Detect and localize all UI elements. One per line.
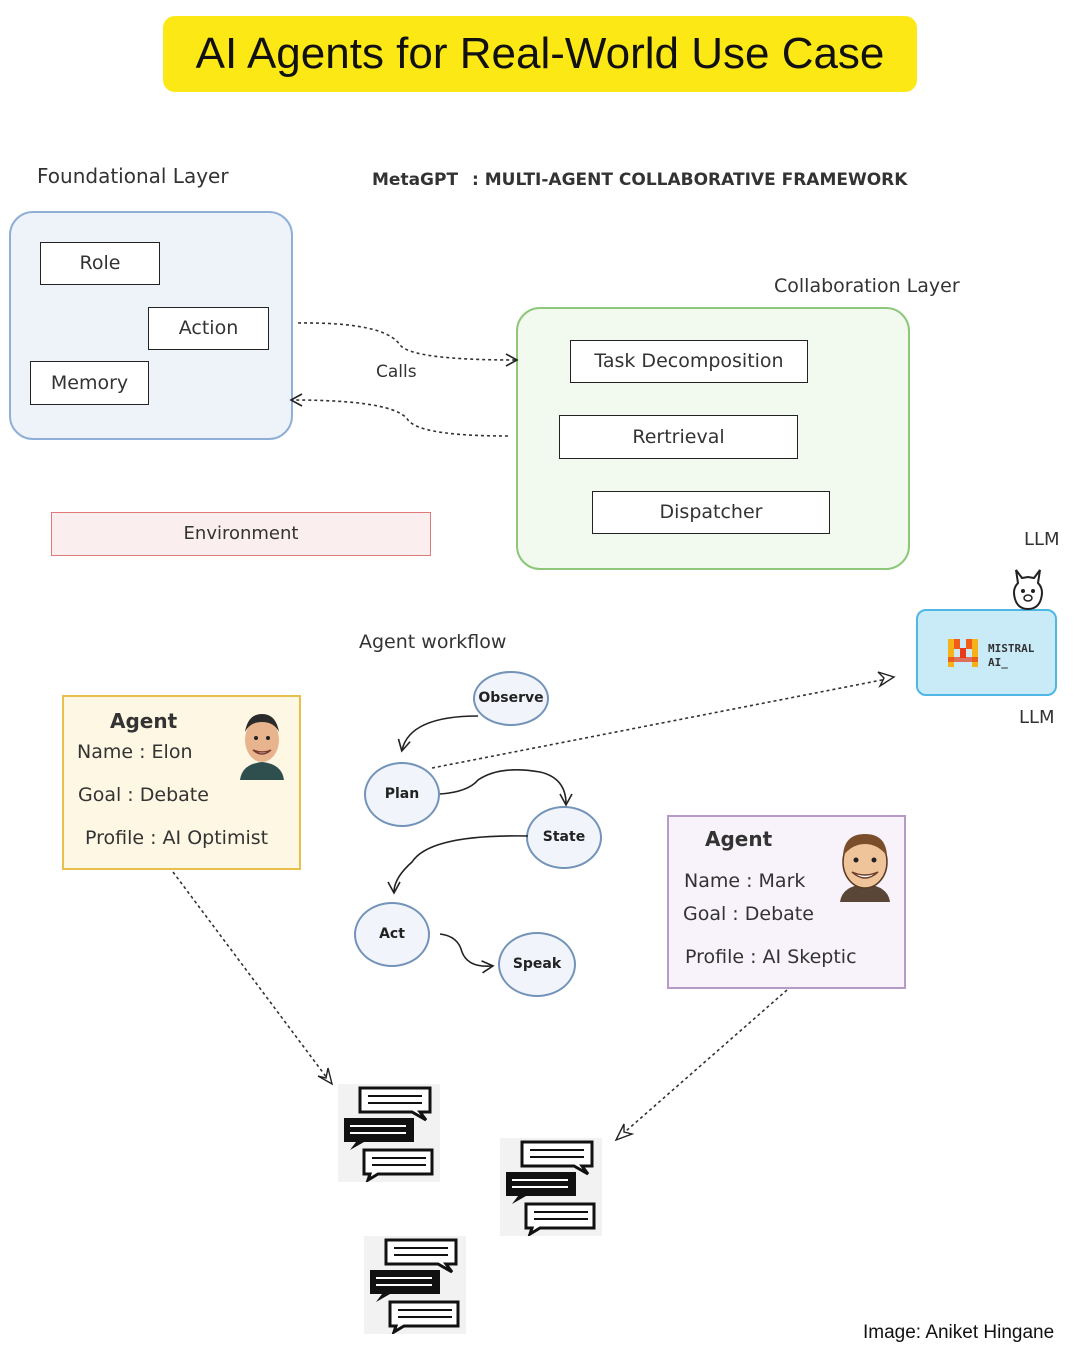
llm-box: MISTRAL AI_ [916,609,1057,696]
calls-label: Calls [376,362,417,382]
calls-arrow-out [297,322,519,367]
chat-bubbles-icon [364,1236,466,1334]
foundational-layer-label: Foundational Layer [37,164,229,188]
workflow-label: Agent workflow [359,631,507,653]
workflow-arrow-observe-plan [397,715,479,753]
mistral-logo-subtext: AI_ [988,656,1008,669]
framework-description: : MULTI-AGENT COLLABORATIVE FRAMEWORK [472,170,908,190]
mark-to-chat-arrow [614,989,788,1142]
agent-profile: Profile : AI Skeptic [685,946,857,968]
workflow-node-speak: Speak [498,932,576,997]
task-decomposition-box: Task Decomposition [570,340,808,383]
agent-goal: Goal : Debate [683,903,814,925]
agent-card-elon: Agent Name : Elon Goal : Debate Profile … [62,695,301,870]
llm-label-top: LLM [1024,529,1060,550]
action-box: Action [148,307,269,350]
mistral-logo-text: MISTRAL [988,642,1035,655]
page-title: AI Agents for Real-World Use Case [163,16,917,92]
calls-arrow-back [289,393,509,437]
workflow-arrow-act-speak [439,933,495,974]
chat-bubbles-icon [338,1084,440,1182]
workflow-node-act: Act [354,902,430,967]
elon-avatar [240,714,284,780]
collaboration-layer-label: Collaboration Layer [774,275,960,297]
agent-name: Name : Elon [77,741,193,763]
retrieval-box: Rertrieval [559,415,798,459]
framework-name: MetaGPT [372,170,459,190]
image-credit: Image: Aniket Hingane [863,1322,1055,1343]
environment-box: Environment [51,512,431,556]
memory-box: Memory [30,361,149,405]
llama-icon [1013,569,1043,611]
workflow-node-state: State [526,806,602,869]
llm-label-bottom: LLM [1019,707,1055,728]
plan-to-llm-arrow [431,671,896,769]
mistral-logo-icon [948,639,978,667]
agent-name: Name : Mark [684,870,806,892]
agent-heading: Agent [110,709,178,733]
chat-bubbles-icon [500,1138,602,1236]
agent-heading: Agent [705,827,773,851]
agent-profile: Profile : AI Optimist [85,827,269,849]
dispatcher-box: Dispatcher [592,491,830,534]
workflow-node-plan: Plan [364,762,440,827]
agent-goal: Goal : Debate [78,784,209,806]
workflow-arrow-state-act [387,835,529,895]
mark-avatar [840,834,890,902]
elon-to-chat-arrow [172,871,334,1086]
agent-card-mark: Agent Name : Mark Goal : Debate Profile … [667,815,906,989]
workflow-arrow-plan-state [439,768,573,807]
workflow-node-observe: Observe [473,671,549,726]
role-box: Role [40,242,160,285]
